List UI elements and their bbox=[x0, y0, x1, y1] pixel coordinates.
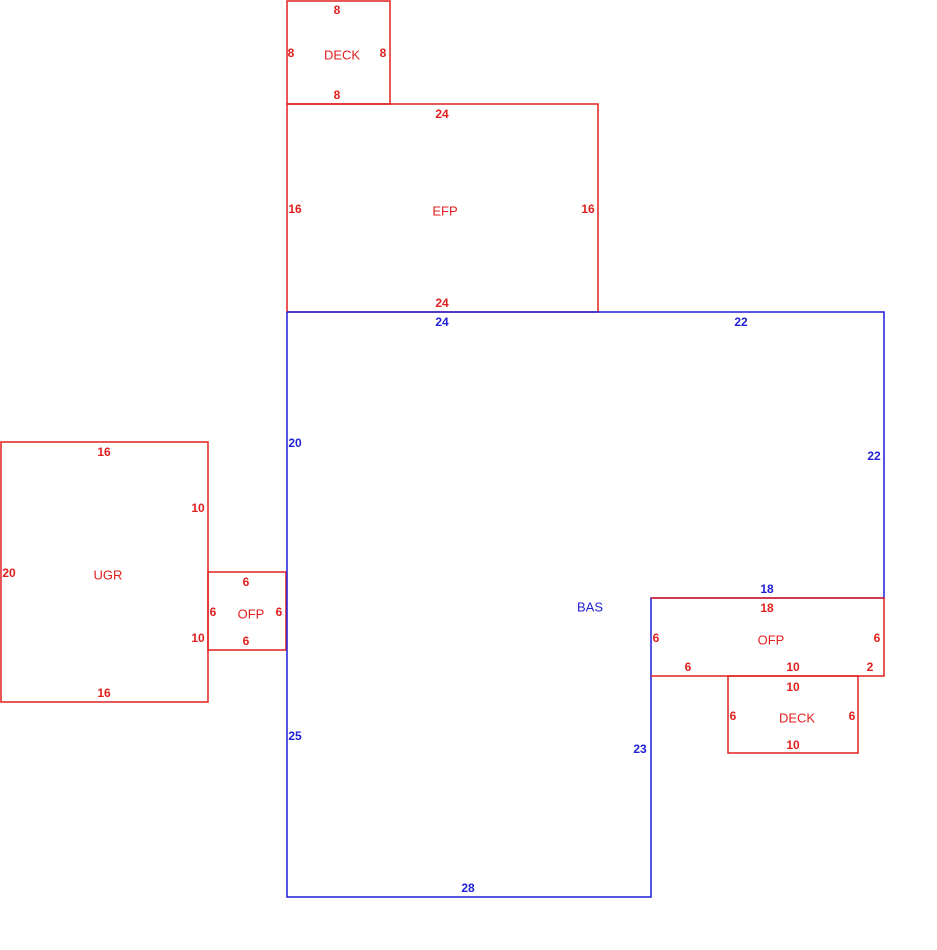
ofp-right-area: 18 6 6 6 10 2 OFP bbox=[651, 597, 885, 677]
efp-area: 24 24 16 16 EFP bbox=[286, 103, 599, 313]
deck-bottom-area: 10 10 6 6 DECK bbox=[727, 675, 859, 754]
ofp-right-dim-right: 6 bbox=[874, 631, 881, 645]
ofp-right-dim-bottom-right: 2 bbox=[867, 660, 874, 674]
efp-dim-bottom: 24 bbox=[435, 296, 449, 310]
ofp-left-dim-top: 6 bbox=[243, 575, 250, 589]
ofp-right-dim-top: 18 bbox=[760, 601, 774, 615]
ofp-left-dim-bottom: 6 bbox=[243, 634, 250, 648]
bas-label: BAS bbox=[577, 599, 603, 614]
deck-bottom-dim-right: 6 bbox=[849, 709, 856, 723]
efp-dim-left: 16 bbox=[288, 202, 302, 216]
efp-label: EFP bbox=[432, 203, 457, 218]
deck-top-dim-right: 8 bbox=[380, 46, 387, 60]
deck-top-dim-left: 8 bbox=[288, 46, 295, 60]
deck-top-dim-bottom: 8 bbox=[334, 88, 341, 102]
deck-top-dim-top: 8 bbox=[334, 3, 341, 17]
bas-dim-left-lower: 25 bbox=[288, 729, 302, 743]
ugr-dim-left: 20 bbox=[2, 566, 16, 580]
efp-dim-right: 16 bbox=[581, 202, 595, 216]
ugr-dim-top: 16 bbox=[97, 445, 111, 459]
bas-area: 24 22 20 25 22 18 23 28 BAS bbox=[286, 311, 885, 898]
deck-bottom-label: DECK bbox=[779, 710, 815, 725]
efp-dim-top: 24 bbox=[435, 107, 449, 121]
ofp-right-dim-bottom-mid: 10 bbox=[786, 660, 800, 674]
ofp-left-dim-left: 6 bbox=[210, 605, 217, 619]
deck-bottom-dim-top: 10 bbox=[786, 680, 800, 694]
ofp-left-dim-right: 6 bbox=[276, 605, 283, 619]
bas-dim-notch-top: 18 bbox=[760, 582, 774, 596]
ugr-area: 16 16 20 10 10 UGR bbox=[0, 441, 209, 703]
ofp-left-label: OFP bbox=[238, 606, 265, 621]
bas-dim-notch-side: 23 bbox=[633, 742, 647, 756]
bas-dim-top-right: 22 bbox=[734, 315, 748, 329]
deck-bottom-dim-left: 6 bbox=[730, 709, 737, 723]
ugr-dim-right-upper: 10 bbox=[191, 501, 205, 515]
ofp-right-label: OFP bbox=[758, 632, 785, 647]
ofp-left-area: 6 6 6 6 OFP bbox=[207, 571, 287, 651]
deck-top-area: 8 8 8 8 DECK bbox=[286, 0, 391, 105]
ugr-dim-right-lower: 10 bbox=[191, 631, 205, 645]
deck-bottom-outline bbox=[727, 675, 859, 754]
bas-dim-left-upper: 20 bbox=[288, 436, 302, 450]
ugr-label: UGR bbox=[94, 567, 123, 582]
bas-dim-top-left: 24 bbox=[435, 315, 449, 329]
ofp-left-outline bbox=[207, 571, 287, 651]
ofp-right-dim-bottom-left: 6 bbox=[685, 660, 692, 674]
bas-dim-bottom: 28 bbox=[461, 881, 475, 895]
deck-top-label: DECK bbox=[324, 47, 360, 62]
ofp-right-dim-left: 6 bbox=[653, 631, 660, 645]
deck-bottom-dim-bottom: 10 bbox=[786, 738, 800, 752]
bas-dim-right: 22 bbox=[867, 449, 881, 463]
ugr-dim-bottom: 16 bbox=[97, 686, 111, 700]
